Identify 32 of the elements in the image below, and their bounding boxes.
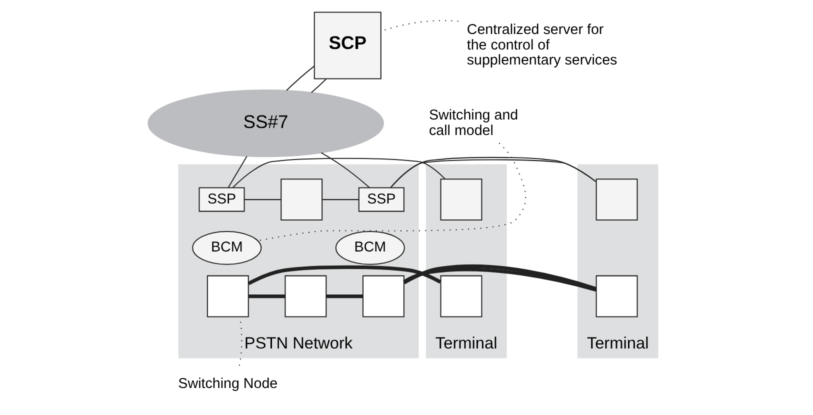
connector xyxy=(227,156,247,188)
node-ellipse: BCM xyxy=(334,231,404,265)
node-box xyxy=(595,275,638,318)
node-text: Switching Node xyxy=(178,376,278,392)
node-text: Centralized server for the control of supplementary services xyxy=(466,22,617,69)
cluster: Terminal xyxy=(576,164,658,358)
node-box: SSP xyxy=(358,187,404,212)
node-ellipse: SS#7 xyxy=(147,90,384,158)
connector xyxy=(248,294,285,298)
cluster: Terminal xyxy=(425,164,506,358)
connector xyxy=(310,78,326,94)
connector xyxy=(320,152,370,188)
connector xyxy=(390,156,596,188)
node-box xyxy=(284,275,326,318)
node-box xyxy=(206,275,248,318)
node-box: SCP xyxy=(313,12,381,80)
node-box xyxy=(280,178,322,221)
connector xyxy=(326,294,362,298)
node-ellipse: BCM xyxy=(192,231,262,265)
node-box xyxy=(440,178,482,221)
connector xyxy=(232,158,445,188)
connector xyxy=(286,66,314,91)
node-box xyxy=(362,275,404,318)
connector xyxy=(247,265,441,286)
node-text: Switching and call model xyxy=(428,107,518,139)
connector xyxy=(322,199,358,200)
node-box: SSP xyxy=(198,187,244,212)
connector xyxy=(402,264,596,292)
node-box xyxy=(440,275,482,318)
connector xyxy=(244,199,281,200)
connector xyxy=(257,142,526,242)
node-box xyxy=(595,178,638,221)
